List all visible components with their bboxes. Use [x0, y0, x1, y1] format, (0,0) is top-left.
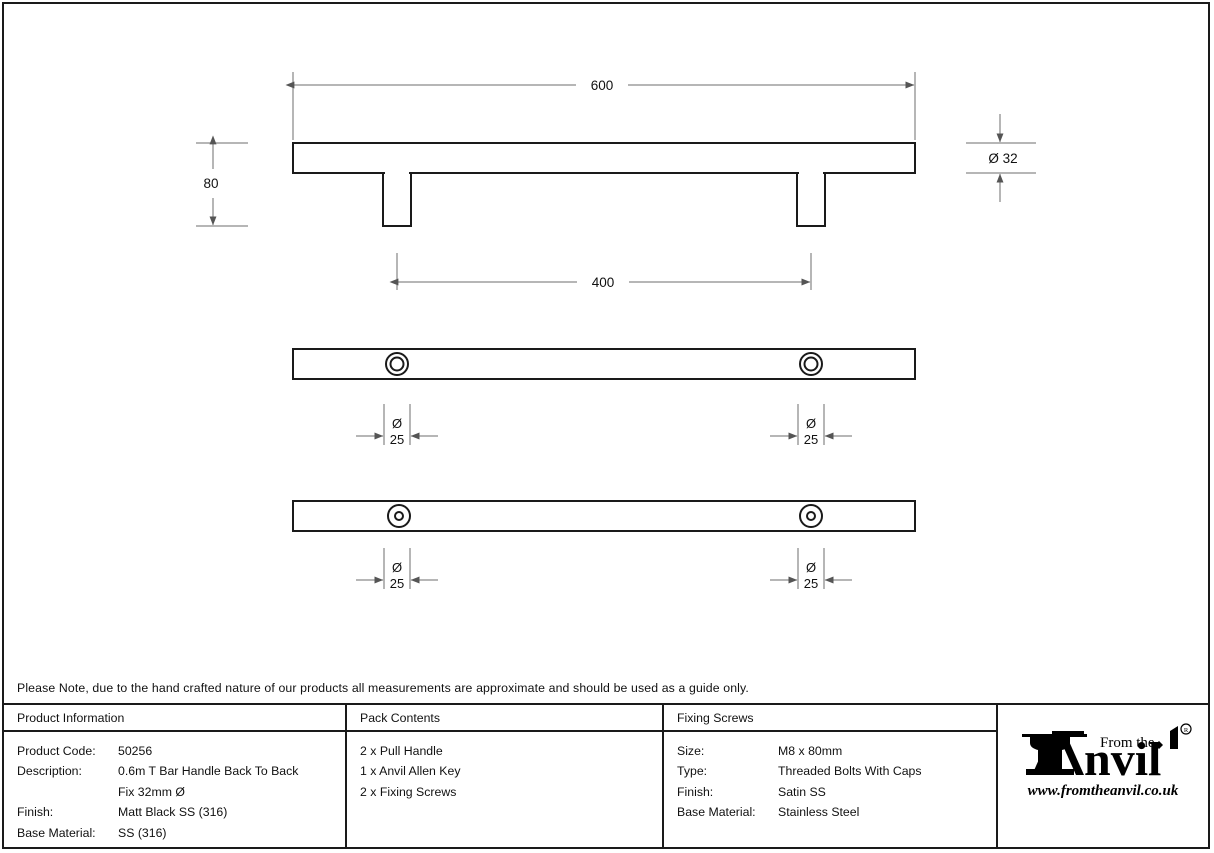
spec-key: Base Material:: [677, 805, 756, 820]
column-body-pack-contents: 2 x Pull Handle 1 x Anvil Allen Key 2 x …: [347, 732, 662, 802]
spec-value: 50256: [118, 744, 153, 758]
spec-value: Matt Black SS (316): [118, 805, 228, 820]
spec-value: Satin SS: [778, 784, 826, 799]
bolt-hole-right: [806, 511, 816, 521]
anvil-logo-graphic: nvil From the R www.fromtheanvil.co.uk: [1022, 723, 1192, 799]
handle-bar-outline: [292, 142, 916, 174]
bolt-hole-left: [394, 511, 404, 521]
list-item: 2 x Pull Handle: [360, 744, 443, 758]
logo-url: www.fromtheanvil.co.uk: [1028, 783, 1179, 799]
rose-inner-left: [389, 356, 405, 372]
spec-key: Type:: [677, 764, 708, 779]
spec-value: SS (316): [118, 825, 167, 840]
column-brand-logo: nvil From the R www.fromtheanvil.co.uk: [998, 705, 1208, 849]
view-plan-bolt-holes: [292, 500, 916, 532]
dimension-80-label: 80: [203, 176, 218, 191]
dimension-bar-diameter: [966, 114, 1036, 202]
dimension-rose-right-view3-value: 25: [804, 576, 818, 591]
dimension-rose-right-view2-symbol: Ø: [806, 416, 816, 431]
logo-top-text: From the: [1100, 735, 1155, 751]
anvil-logo: nvil From the R www.fromtheanvil.co.uk: [1012, 721, 1194, 817]
spec-value: Threaded Bolts With Caps: [778, 764, 922, 779]
spec-row: Type: Threaded Bolts With Caps: [677, 761, 996, 781]
spec-row: Description: 0.6m T Bar Handle Back To B…: [17, 761, 345, 781]
dimension-rose-right-view2: [770, 404, 852, 445]
dimension-600-label: 600: [591, 78, 614, 93]
dimension-rose-left-view3: [356, 548, 438, 589]
dimension-600: [285, 72, 916, 140]
dimension-rose-right-view3: [770, 548, 852, 589]
handle-leg-right: [796, 172, 826, 227]
spec-row: Finish: Matt Black SS (316): [17, 802, 345, 822]
view-side-elevation: [292, 142, 916, 227]
spec-row: Base Material: Stainless Steel: [677, 802, 996, 822]
column-pack-contents: Pack Contents 2 x Pull Handle 1 x Anvil …: [347, 705, 664, 849]
handle-leg-left: [382, 172, 412, 227]
registered-icon: [1180, 723, 1192, 735]
spec-value: 0.6m T Bar Handle Back To Back: [118, 764, 299, 779]
svg-text:nvil: nvil: [1084, 733, 1161, 786]
column-header-pack-contents: Pack Contents: [347, 705, 662, 732]
technical-drawing: 600 80 400: [196, 72, 1036, 591]
anvil-shape-icon: [1022, 731, 1087, 737]
spec-key: Finish:: [677, 784, 714, 799]
column-fixing-screws: Fixing Screws Size: M8 x 80mm Type: Thre…: [664, 705, 998, 849]
spec-table: Product Information Product Code: 50256 …: [4, 705, 1208, 849]
dimension-rose-left-view3-value: 25: [390, 576, 404, 591]
spec-value-continuation: Fix 32mm Ø: [118, 784, 185, 799]
note-text: Please Note, due to the hand crafted nat…: [17, 680, 749, 695]
list-item: 2 x Fixing Screws: [360, 784, 457, 799]
dimension-400-label: 400: [592, 275, 615, 290]
spec-key: Finish:: [17, 805, 54, 820]
dimension-rose-right-view3-symbol: Ø: [806, 560, 816, 575]
dimension-rose-left-view2-value: 25: [390, 432, 404, 447]
dimension-rose-left-view3-symbol: Ø: [392, 560, 402, 575]
spec-key: Product Code:: [17, 744, 96, 758]
dimension-bar-diameter-label: Ø 32: [988, 151, 1017, 166]
spec-key: Base Material:: [17, 825, 96, 840]
spec-row: Finish: Satin SS: [677, 782, 996, 802]
dimension-rose-left-view2-symbol: Ø: [392, 416, 402, 431]
column-body-product-information: Product Code: 50256 Description: 0.6m T …: [4, 732, 345, 843]
information-block: Please Note, due to the hand crafted nat…: [4, 672, 1208, 849]
spec-value: M8 x 80mm: [778, 744, 843, 758]
list-item: 1 x Anvil Allen Key: [360, 764, 461, 779]
rose-inner-right: [803, 356, 819, 372]
dimension-400: [389, 253, 812, 290]
svg-text:R: R: [1184, 727, 1189, 734]
diamond-icon: [1155, 741, 1163, 749]
note-row: Please Note, due to the hand crafted nat…: [4, 672, 1208, 705]
spec-row: Size: M8 x 80mm: [677, 741, 996, 761]
numeral-one-icon: [1170, 726, 1178, 749]
column-product-information: Product Information Product Code: 50256 …: [4, 705, 347, 849]
dimension-80: [196, 135, 248, 227]
spec-row: Base Material: SS (316): [17, 823, 345, 843]
spec-key: Size:: [677, 744, 705, 758]
view-plan-roses: [292, 348, 916, 380]
column-body-fixing-screws: Size: M8 x 80mm Type: Threaded Bolts Wit…: [664, 732, 996, 823]
column-header-product-information: Product Information: [4, 705, 345, 732]
spec-value: Stainless Steel: [778, 805, 860, 820]
spec-row: Product Code: 50256: [17, 741, 345, 761]
column-header-fixing-screws: Fixing Screws: [664, 705, 996, 732]
dimension-rose-left-view2: [356, 404, 438, 445]
dimension-rose-right-view2-value: 25: [804, 432, 818, 447]
spec-key: Description:: [17, 764, 82, 779]
